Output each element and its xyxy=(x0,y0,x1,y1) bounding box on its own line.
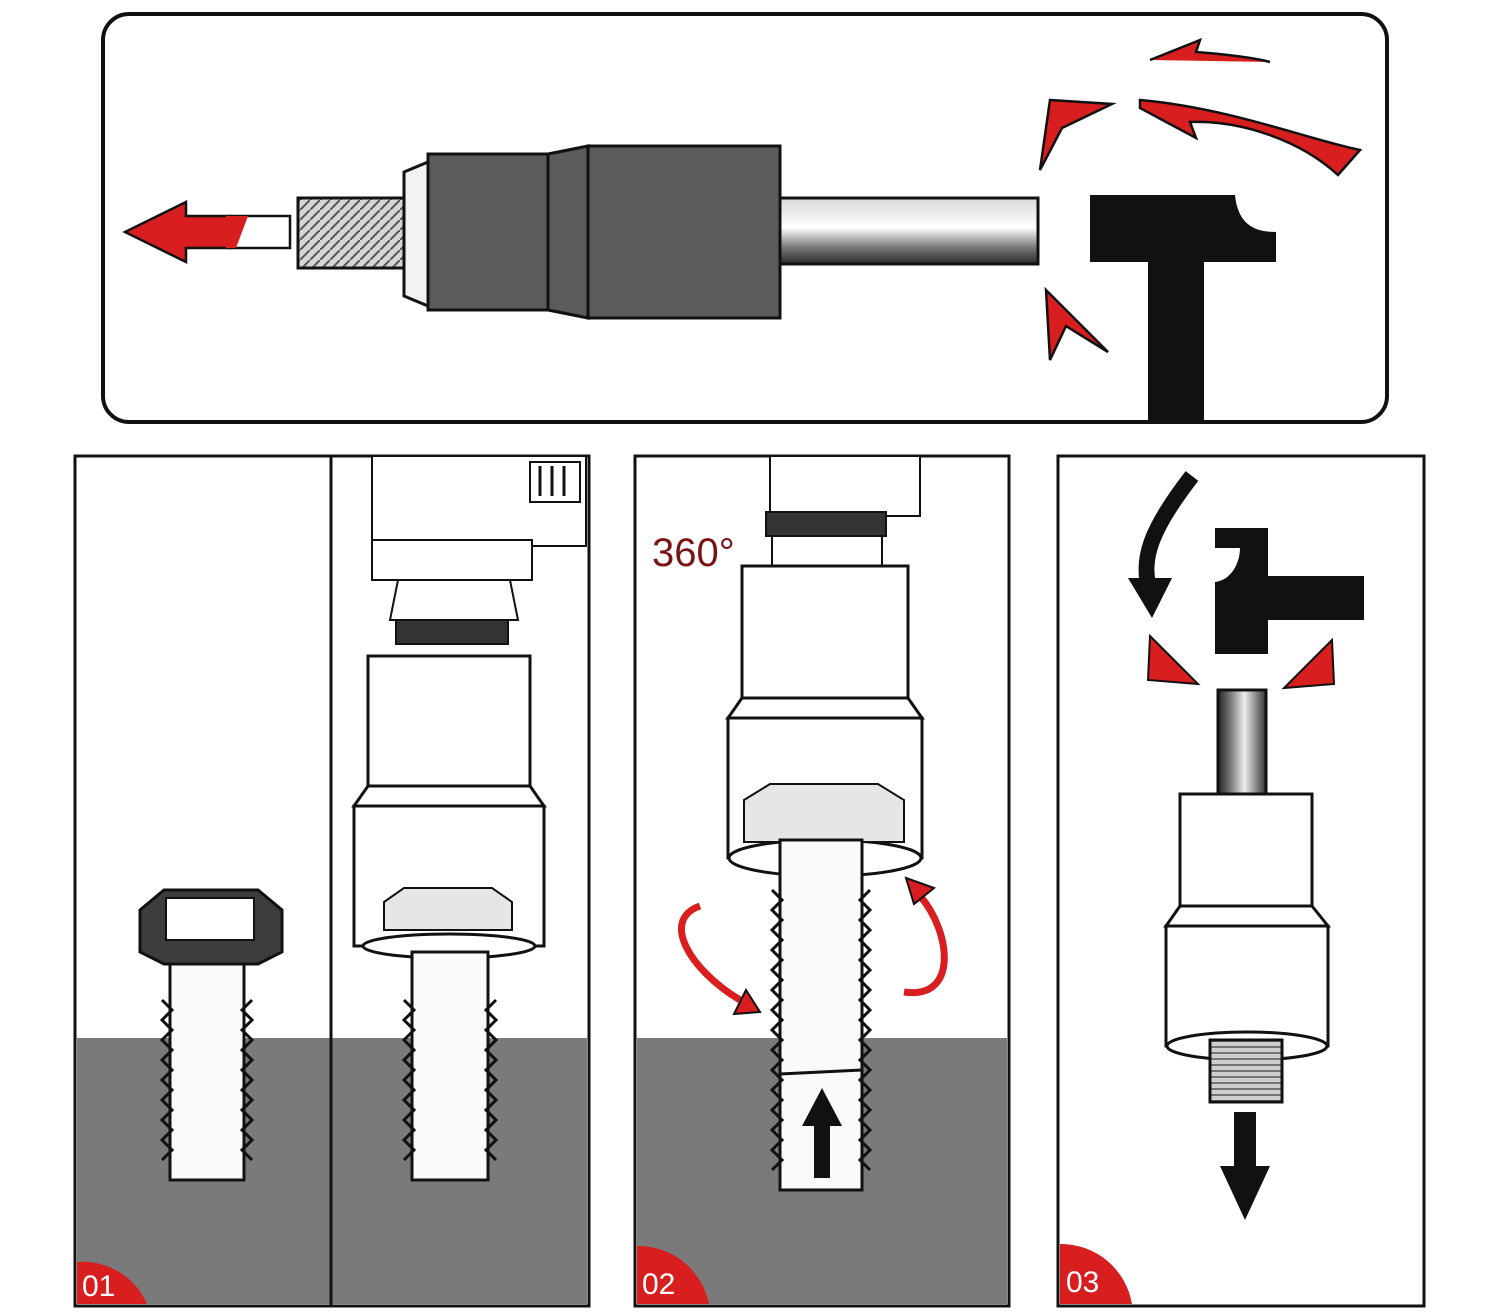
step-panel-1: 01 xyxy=(73,454,591,1308)
extractor-socket xyxy=(725,564,925,878)
step-panel-2: 360° 02 xyxy=(633,454,1011,1308)
impact-mark-icon xyxy=(1146,633,1336,690)
step-number: 02 xyxy=(642,1268,675,1301)
red-straight-arrow-icon xyxy=(122,199,292,265)
broken-bolt xyxy=(401,950,499,1182)
red-curved-arrow-icon xyxy=(678,876,948,1016)
impact-mark-icon xyxy=(1038,98,1117,361)
extractor-socket xyxy=(351,654,547,960)
drive-shaft xyxy=(778,196,1040,266)
extractor-socket xyxy=(1163,792,1332,1062)
threaded-stud xyxy=(296,196,406,270)
step-badge: 01 xyxy=(77,1261,147,1304)
step-number: 01 xyxy=(82,1270,115,1303)
drive-shaft xyxy=(1216,688,1268,796)
step-number: 03 xyxy=(1066,1266,1099,1299)
top-banner xyxy=(101,12,1389,424)
drill-chuck xyxy=(371,455,587,645)
extractor-socket xyxy=(426,144,782,320)
hammer-icon xyxy=(1090,195,1276,420)
bolt-with-head xyxy=(138,888,284,1182)
red-curved-arrow-icon xyxy=(1138,37,1363,177)
step-badge: 03 xyxy=(1060,1243,1132,1304)
hex-nut xyxy=(402,159,430,309)
black-up-arrow-icon xyxy=(802,1088,842,1178)
threaded-stud xyxy=(1208,1038,1284,1104)
drill-chuck xyxy=(765,455,921,567)
rotation-label: 360° xyxy=(652,531,735,575)
black-curved-arrow-icon xyxy=(1128,471,1199,618)
black-down-arrow-icon xyxy=(1220,1112,1270,1220)
step-panel-3: 03 xyxy=(1056,454,1426,1308)
hammer-icon xyxy=(1215,528,1364,654)
step-badge: 02 xyxy=(637,1245,709,1304)
